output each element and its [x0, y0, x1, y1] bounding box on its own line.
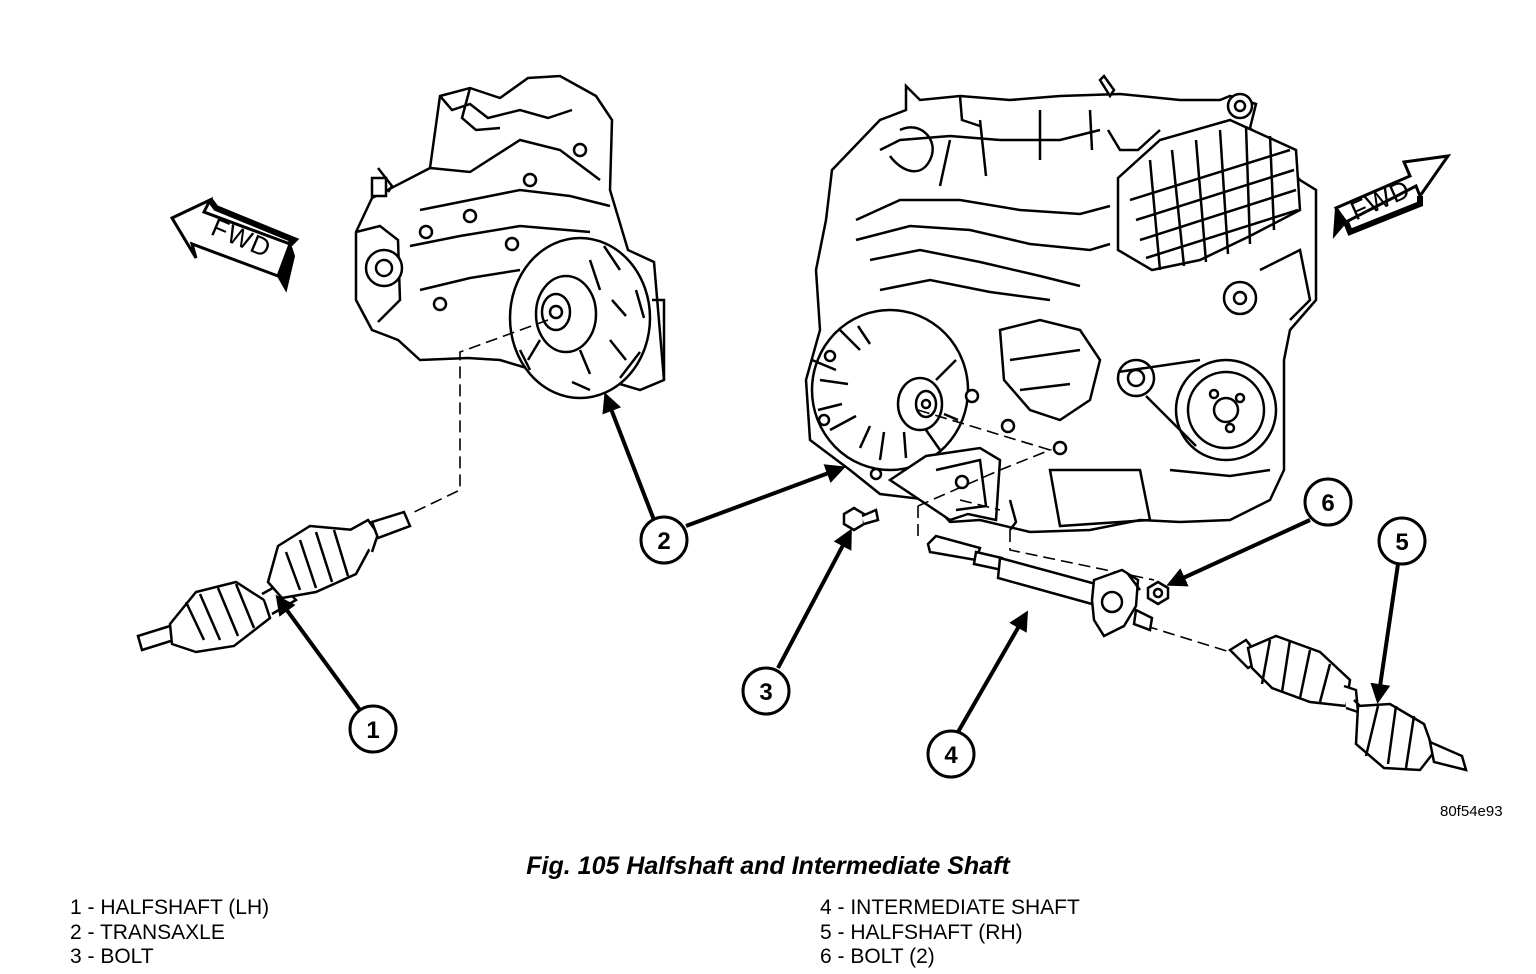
- alignment-lines: [409, 319, 1231, 653]
- halfshaft-lh-illustration: [136, 510, 412, 654]
- leader-3: [776, 528, 852, 669]
- callout-1: 1: [348, 704, 398, 754]
- halfshaft-rh-illustration: [1228, 634, 1468, 772]
- callout-2: 2: [639, 515, 689, 565]
- legend-item-6: 6 - BOLT (2): [820, 945, 935, 968]
- legend-item-3: 3 - BOLT: [70, 945, 154, 968]
- figure-code: 80f54e93: [1440, 803, 1503, 820]
- legend-item-5: 5 - HALFSHAFT (RH): [820, 920, 1023, 944]
- callout-3-number: 3: [759, 679, 772, 706]
- leader-2b: [685, 464, 846, 528]
- bolt-6-illustration: [1146, 580, 1170, 606]
- fwd-arrow-right: FWD: [1332, 154, 1452, 239]
- legend-item-2: 2 - TRANSAXLE: [70, 920, 225, 944]
- engine-assembly-illustration: [804, 74, 1318, 534]
- callout-5-number: 5: [1395, 529, 1408, 556]
- leader-lines: [275, 392, 1400, 733]
- callout-5: 5: [1377, 516, 1427, 566]
- transaxle-illustration: [354, 74, 666, 400]
- fwd-arrow-left: FWD: [169, 196, 300, 293]
- leader-4: [956, 610, 1028, 733]
- callout-6: 6: [1303, 477, 1353, 527]
- callout-2-number: 2: [657, 528, 670, 555]
- leader-1: [275, 594, 362, 712]
- legend-item-1: 1 - HALFSHAFT (LH): [70, 896, 270, 919]
- leader-5: [1370, 563, 1400, 704]
- intermediate-shaft-illustration: [926, 534, 1154, 638]
- legend-right-column: 4 - INTERMEDIATE SHAFT 5 - HALFSHAFT (RH…: [820, 896, 1080, 970]
- legend-left-column: 1 - HALFSHAFT (LH) 2 - TRANSAXLE 3 - BOL…: [70, 896, 269, 970]
- callout-6-number: 6: [1321, 490, 1334, 517]
- leader-6: [1166, 518, 1311, 587]
- exploded-diagram: FWD FWD: [136, 74, 1468, 779]
- callout-4: 4: [926, 729, 976, 779]
- leader-2a: [602, 392, 656, 521]
- callout-4-number: 4: [944, 742, 958, 769]
- bolt-3-illustration: [842, 506, 880, 532]
- legend-item-4: 4 - INTERMEDIATE SHAFT: [820, 896, 1080, 919]
- figure-caption: Fig. 105 Halfshaft and Intermediate Shaf…: [526, 852, 1010, 880]
- callout-3: 3: [741, 666, 791, 716]
- callout-1-number: 1: [366, 717, 379, 744]
